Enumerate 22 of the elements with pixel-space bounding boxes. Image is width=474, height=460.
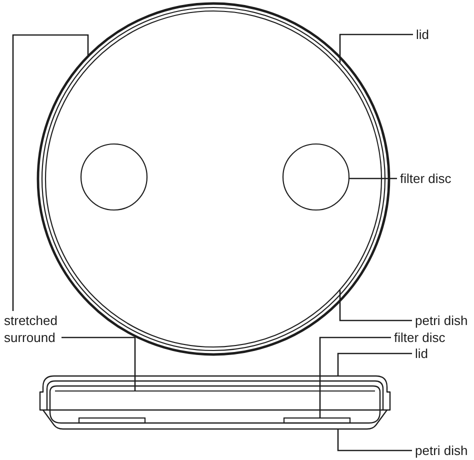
filter-pad bbox=[78, 417, 146, 424]
callout-label: stretched surround bbox=[4, 312, 58, 346]
filter-disc bbox=[80, 143, 148, 211]
leader-line bbox=[339, 34, 413, 63]
leader-line bbox=[339, 290, 412, 322]
dish-side-profile bbox=[42, 385, 388, 430]
callout-label: lid bbox=[415, 345, 428, 362]
leader-line bbox=[12, 34, 89, 311]
leader-line bbox=[337, 352, 412, 376]
leader-line bbox=[319, 336, 391, 418]
leader-line bbox=[350, 178, 397, 180]
callout-label: petri dish bbox=[415, 442, 468, 459]
leader-line bbox=[62, 336, 136, 391]
callout-label: lid bbox=[416, 26, 430, 43]
film-line bbox=[55, 390, 375, 392]
callout-label: filter disc bbox=[400, 170, 452, 187]
callout-label: filter disc bbox=[394, 329, 446, 346]
filter-pad bbox=[283, 417, 351, 424]
callout-label: petri dish bbox=[415, 312, 468, 329]
filter-disc bbox=[282, 143, 350, 211]
leader-line bbox=[337, 429, 412, 452]
lid-side-profile bbox=[39, 375, 391, 411]
